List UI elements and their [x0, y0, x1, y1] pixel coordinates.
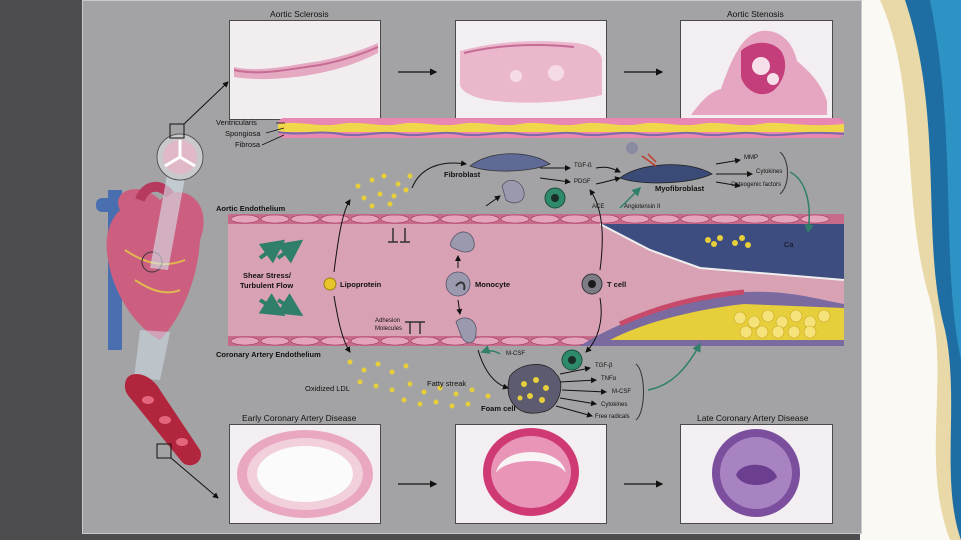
- monocyte-cell: [455, 317, 477, 344]
- label-molecules: Molecules: [375, 326, 403, 332]
- label-foam-cell: Foam cell: [481, 404, 516, 413]
- vessel-cross-section: [228, 214, 845, 346]
- background-wave-decoration: [860, 0, 961, 540]
- caption-aortic-sclerosis: Aortic Sclerosis: [270, 9, 329, 19]
- lipoprotein-particle: [323, 277, 337, 291]
- label-aortic-endothelium: Aortic Endothelium: [216, 204, 286, 213]
- label-mcsf-small: M-CSF: [506, 351, 525, 357]
- label-osteogenic-factors: Osteogenic factors: [731, 182, 782, 188]
- heart-illustration: [96, 181, 204, 350]
- caption-early-cad: Early Coronary Artery Disease: [242, 413, 357, 423]
- label-fatty-streak: Fatty streak: [427, 379, 467, 388]
- intermediate-valve-image: [455, 20, 607, 120]
- label-ace: ACE: [592, 204, 605, 210]
- intermediate-cad-image: [455, 424, 607, 524]
- label-pdgf: PDGF: [574, 179, 591, 185]
- label-turbulent-flow: Turbulent Flow: [240, 281, 294, 290]
- valve-layers-strip: [277, 118, 845, 138]
- foam-cell: [507, 364, 562, 414]
- label-output-cytokines: Cytokines: [601, 402, 628, 408]
- label-shear-stress: Shear Stress/: [243, 271, 291, 280]
- label-tgf-beta: TGF-ß: [574, 163, 592, 169]
- label-output-free-radicals: Free radicals: [595, 414, 630, 420]
- early-cad-image: [229, 424, 381, 524]
- fibroblast-cell: [469, 153, 551, 172]
- coronary-artery-illustration: [124, 374, 201, 466]
- label-adhesion: Adhesion: [375, 318, 401, 324]
- label-fibroblast: Fibroblast: [444, 170, 481, 179]
- label-ventricularis: Ventricularis: [216, 118, 257, 127]
- aortic-sclerosis-image: [229, 20, 381, 120]
- label-t-cell: T cell: [607, 280, 627, 289]
- label-lipoprotein: Lipoprotein: [340, 280, 382, 289]
- label-spongiosa: Spongiosa: [225, 129, 261, 138]
- label-output-tnf: TNFα: [601, 376, 617, 382]
- label-fibrosa: Fibrosa: [235, 140, 261, 149]
- label-mmp: MMP: [744, 155, 758, 161]
- label-output-tgf: TGF-β: [595, 363, 613, 369]
- monocyte-cell: [501, 179, 525, 204]
- label-myofibroblast: Myofibroblast: [655, 184, 705, 193]
- label-angiotensin: Angiotensin II: [624, 204, 661, 210]
- caption-late-cad: Late Coronary Artery Disease: [697, 413, 809, 423]
- late-cad-image: [680, 424, 833, 524]
- label-oxidized-ldl: Oxidized LDL: [305, 384, 351, 393]
- small-cell: [626, 142, 638, 154]
- monocyte-cell: [450, 231, 475, 253]
- label-monocyte: Monocyte: [475, 280, 511, 289]
- label-calcium: Ca: [784, 240, 794, 249]
- caption-aortic-stenosis: Aortic Stenosis: [727, 9, 784, 19]
- label-output-mcsf: M-CSF: [612, 389, 631, 395]
- label-coronary-endothelium: Coronary Artery Endothelium: [216, 350, 321, 359]
- aortic-valve-illustration: [156, 123, 204, 181]
- label-cytokines-upper: Cytokines: [756, 169, 783, 175]
- myofibroblast-cell: [619, 164, 713, 184]
- aortic-stenosis-image: [680, 20, 833, 120]
